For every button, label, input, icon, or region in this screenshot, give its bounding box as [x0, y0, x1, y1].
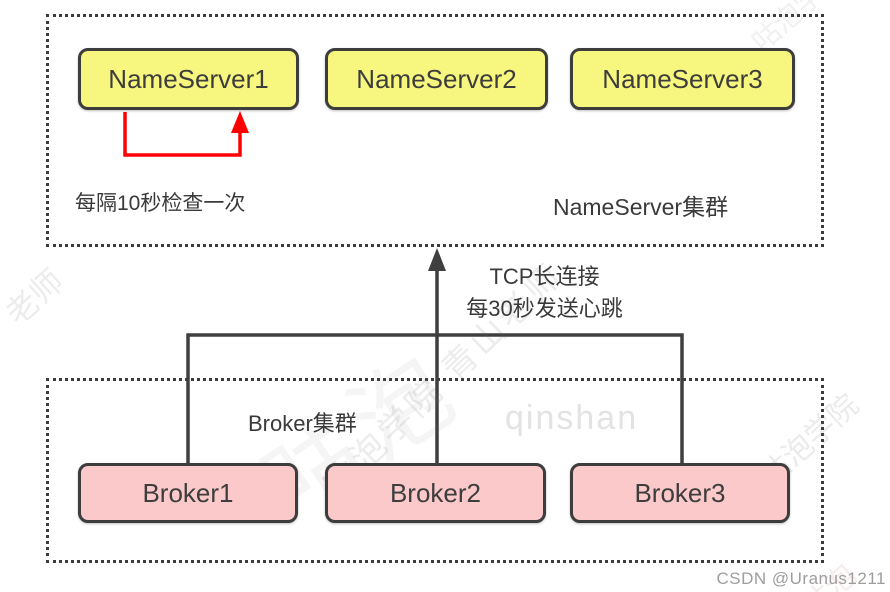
watermark-teacher: 老师	[0, 262, 71, 332]
self-check-interval-label: 每隔10秒检查一次	[75, 192, 246, 215]
nameserver-cluster-box	[46, 14, 824, 247]
nameserver3-node: NameServer3	[570, 48, 795, 110]
watermark-qinshan: qinshan	[505, 399, 639, 437]
broker3-node: Broker3	[570, 463, 790, 523]
heartbeat-interval-label: 每30秒发送心跳	[466, 296, 623, 321]
nameserver-cluster-label: NameServer集群	[553, 194, 729, 220]
csdn-credit: CSDN @Uranus1211	[716, 569, 886, 588]
nameserver1-node: NameServer1	[78, 48, 299, 110]
broker2-node: Broker2	[325, 463, 546, 523]
nameserver2-node: NameServer2	[325, 48, 548, 110]
broker1-node: Broker1	[78, 463, 298, 523]
tcp-connection-label: TCP长连接	[489, 264, 600, 289]
broker-cluster-label: Broker集群	[248, 411, 357, 436]
connection-annotation: TCP长连接 每30秒发送心跳	[442, 261, 647, 325]
